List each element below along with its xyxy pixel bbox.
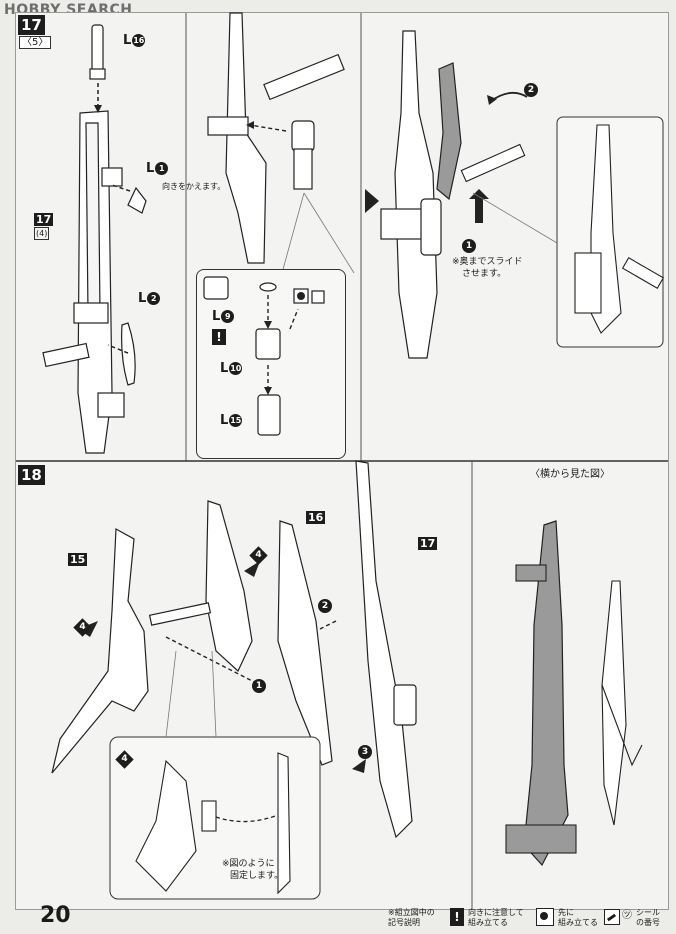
- orientation-note: 向きをかえます。: [162, 182, 226, 191]
- step-18-dividers: [471, 461, 473, 909]
- step-4-label: 4: [255, 550, 262, 560]
- slide-assembly-drawing: [365, 30, 665, 359]
- step-17-panel: 17 〈5〉: [16, 12, 668, 462]
- sticker-glyph: ㋡: [622, 910, 632, 921]
- page-number: 20: [40, 903, 71, 928]
- assembly-step-4b: 4: [249, 546, 268, 565]
- step-17-badge: 17: [18, 15, 45, 35]
- part-letter: L: [220, 413, 229, 428]
- symbol-legend: ※組立図中の 記号説明 ! 向きに注意して 組み立てる 先に 組み立てる ㋡ シ…: [388, 905, 664, 929]
- legend-item-3-line-1: シール: [636, 908, 660, 917]
- part-tag-16: 16: [306, 511, 326, 524]
- step-4-label: 4: [79, 622, 86, 632]
- part-letter: L: [146, 161, 155, 176]
- legend-item-1-line-2: 組み立てる: [468, 918, 508, 927]
- slide-note-line-1: ※奥までスライド: [452, 257, 523, 267]
- assembly-step-4a: 4: [73, 618, 92, 637]
- inset-step-4: 4: [115, 750, 134, 769]
- step-17-sub-number: 〈5〉: [19, 36, 52, 49]
- rotate-step-2: 2: [524, 83, 538, 97]
- step-17-sub-value: 5: [32, 37, 39, 48]
- part-letter: L: [123, 33, 132, 48]
- assembly-step-2: 2: [318, 599, 332, 613]
- slide-step-1: 1: [462, 239, 476, 253]
- part-number: 16: [132, 34, 146, 47]
- side-view-drawing: [505, 520, 643, 867]
- caution-icon: !: [450, 908, 464, 926]
- part-letter: L: [212, 309, 221, 324]
- assembly-step-1: 1: [252, 679, 266, 693]
- inset-note-line-2: 固定します。: [230, 871, 284, 881]
- part-number: 15: [229, 414, 243, 427]
- part-number: 1: [155, 162, 169, 175]
- part-letter: L: [220, 361, 229, 376]
- inset-note-line-1: ※図のように: [222, 859, 275, 869]
- part-tag-17-step18: 17: [418, 537, 438, 550]
- legend-caution: ! 向きに注意して 組み立てる: [450, 905, 530, 929]
- part-tag-17-sub: (4): [34, 227, 50, 240]
- legend-item-3-line-2: の番号: [636, 918, 660, 927]
- bracket-close: 〉: [38, 37, 49, 48]
- step-17-dividers: [16, 13, 668, 462]
- legend-item-2-line-1: 先に: [558, 908, 574, 917]
- assembly-step-3: 3: [358, 745, 372, 759]
- step-18-panel: 18 〈横から見た図〉: [16, 460, 668, 909]
- slide-note-line-2: させます。: [462, 269, 507, 279]
- part-number: 9: [221, 310, 235, 323]
- legend-item-1-line-1: 向きに注意して: [468, 908, 524, 917]
- rifle-barrel-drawing: [42, 24, 147, 454]
- caution-icon: !: [212, 329, 226, 345]
- bracket-open: 〈: [22, 37, 32, 48]
- side-view-title: 〈横から見た図〉: [530, 469, 610, 480]
- legend-sticker: ㋡ シール の番号: [604, 905, 664, 929]
- step-18-badge: 18: [18, 465, 45, 485]
- legend-title-line-1: ※組立図中の: [388, 908, 435, 917]
- wing-assembly-drawing: [51, 460, 417, 900]
- grip-assembly-drawing: [207, 12, 355, 274]
- part-letter: L: [138, 291, 147, 306]
- instruction-page: 17 〈5〉: [15, 12, 669, 910]
- part-number: 2: [147, 292, 161, 305]
- legend-item-2-line-2: 組み立てる: [558, 918, 598, 927]
- part-number: 10: [229, 362, 243, 375]
- part-tag-17: 17: [34, 213, 54, 226]
- part-tag-15: 15: [68, 553, 88, 566]
- legend-title: ※組立図中の 記号説明: [388, 905, 446, 929]
- sticker-icon: [604, 909, 620, 925]
- legend-pre-assemble: 先に 組み立てる: [536, 905, 600, 929]
- pre-assemble-icon: [536, 908, 554, 926]
- grip-sub-parts-drawing: [203, 276, 325, 436]
- step-4-label: 4: [121, 754, 128, 764]
- legend-title-line-2: 記号説明: [388, 918, 420, 927]
